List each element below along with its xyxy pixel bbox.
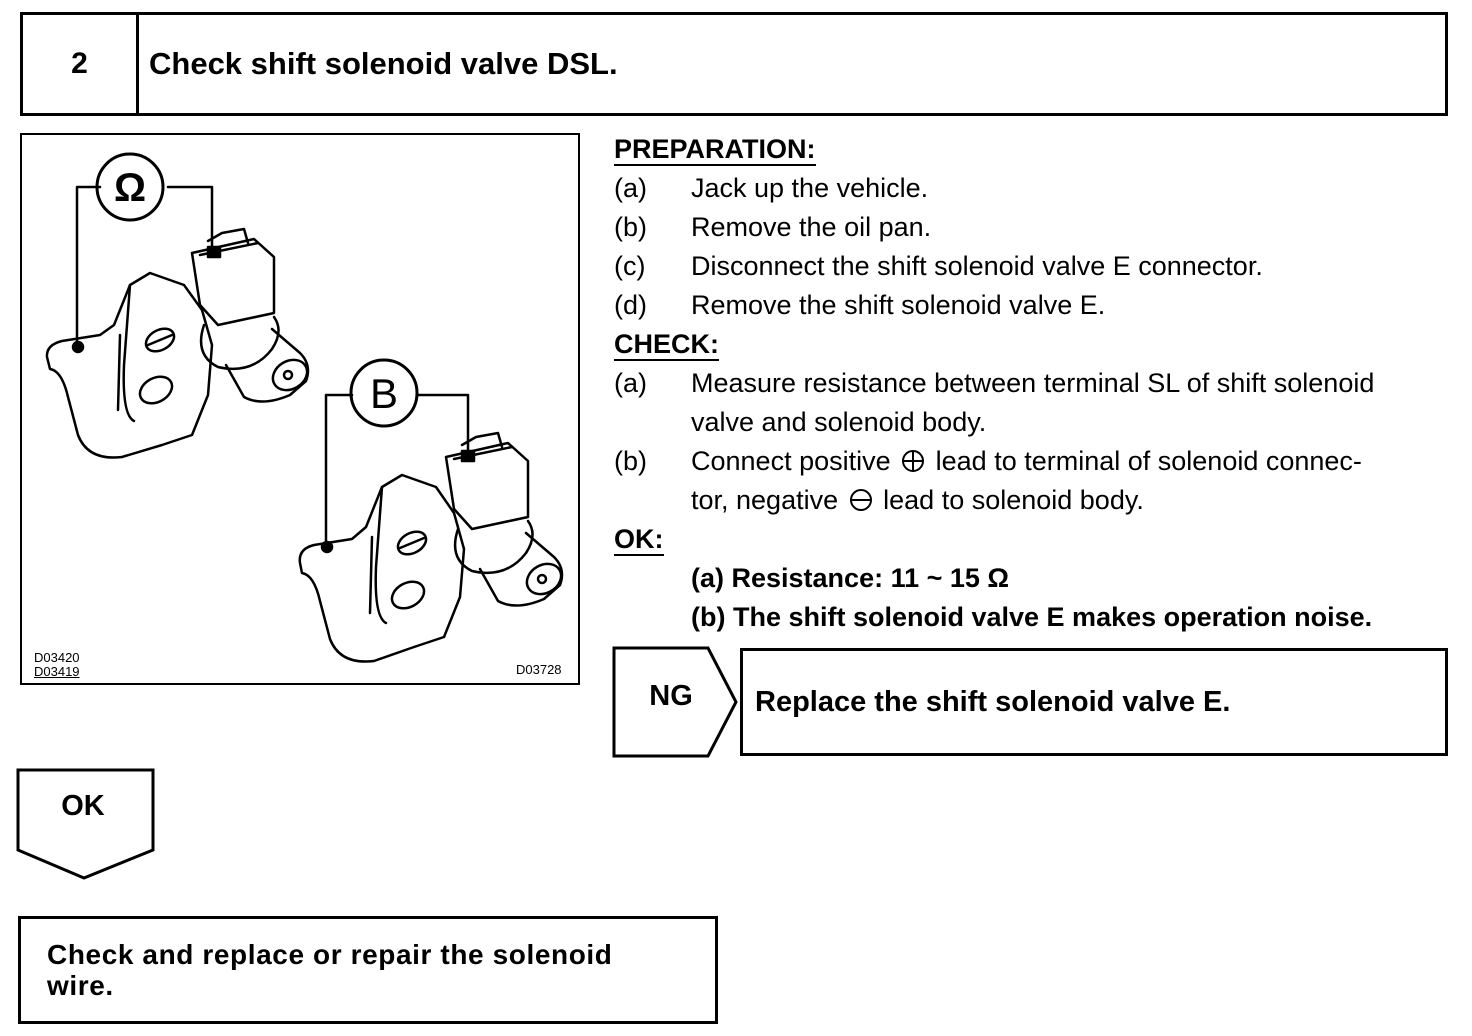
ng-action-text: Replace the shift solenoid valve E. [755, 685, 1231, 718]
b-glyph: B [370, 370, 398, 417]
check-heading: CHECK: [614, 329, 719, 361]
ohmmeter-symbol [95, 152, 165, 222]
step-title: Check shift solenoid valve DSL. [149, 46, 618, 81]
ng-label: NG [649, 680, 693, 712]
solenoid-drawing: Ω B [45, 152, 564, 663]
preparation-heading: PREPARATION: [614, 134, 816, 166]
bracket-lower [298, 473, 466, 663]
check-item-b: (b) Connect positive lead to terminal of… [614, 445, 1362, 515]
meter-lead-right-top [166, 185, 214, 257]
positive-terminal-icon [901, 445, 925, 472]
ng-arrow-shape [612, 646, 738, 758]
final-action-line2: wire. [47, 970, 114, 1001]
ok-label: OK [61, 790, 105, 822]
figure-code-left-2: D03419 [34, 664, 80, 679]
step-header: 2 Check shift solenoid valve DSL. [20, 12, 1448, 116]
prep-item-a: (a)Jack up the vehicle. [614, 173, 929, 203]
bracket-upper [45, 271, 214, 459]
negative-terminal-icon [849, 484, 873, 511]
prep-item-b: (b)Remove the oil pan. [614, 212, 932, 242]
procedure-text: PREPARATION: (a)Jack up the vehicle. (b)… [614, 130, 1464, 637]
ng-action-box: Replace the shift solenoid valve E. [740, 648, 1448, 756]
prep-item-c: (c)Disconnect the shift solenoid valve E… [614, 251, 1263, 281]
final-action-box: Check and replace or repair the solenoid… [18, 916, 718, 1024]
solenoid-illustration: Ω B D03420 D03419 D03728 [20, 133, 580, 685]
figure-code-left-1: D03420 [34, 650, 80, 665]
meter-lead-left-top [75, 185, 102, 349]
check-item-a: (a) Measure resistance between terminal … [614, 368, 1375, 437]
ok-criterion-b: (b) The shift solenoid valve E makes ope… [691, 602, 1373, 632]
prep-item-d: (d)Remove the shift solenoid valve E. [614, 290, 1106, 320]
step-number: 2 [23, 15, 139, 113]
b-meter-symbol [349, 358, 419, 428]
figure-code-right: D03728 [516, 662, 562, 677]
ohm-glyph: Ω [114, 166, 146, 210]
ok-criterion-a: (a) Resistance: 11 ~ 15 Ω [691, 563, 1010, 593]
ok-arrow-shape [16, 768, 155, 880]
ok-heading: OK: [614, 524, 664, 556]
meter-lead-left-bottom [324, 393, 354, 549]
final-action-line1: Check and replace or repair the solenoid [47, 939, 613, 970]
meter-lead-right-bottom [416, 393, 470, 455]
